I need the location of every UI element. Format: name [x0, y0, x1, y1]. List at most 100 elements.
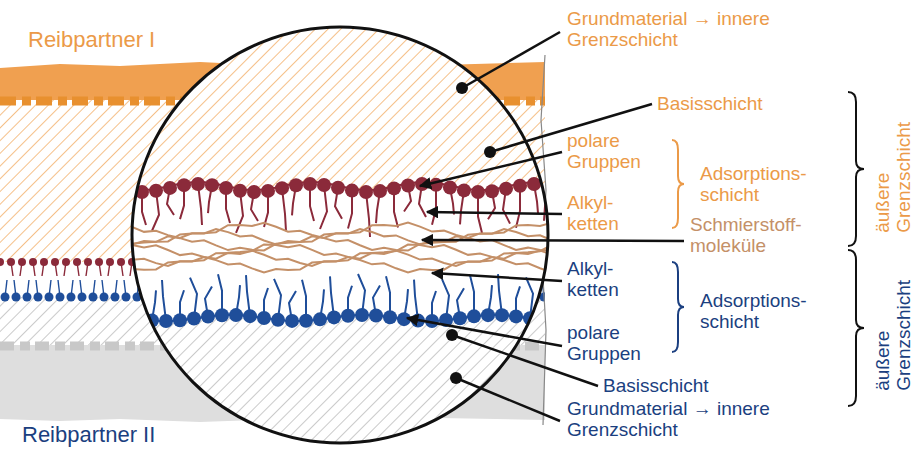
layer-label: Adsorptions- schicht	[700, 163, 828, 206]
magnified-view	[117, 20, 565, 458]
polar-group	[303, 177, 317, 191]
leader-dot	[450, 372, 462, 384]
leader-dot	[446, 329, 458, 341]
polar-group	[485, 184, 499, 198]
polar-group	[100, 293, 109, 302]
polar-group	[18, 258, 26, 266]
polar-group	[513, 179, 527, 193]
layer-label: Grundmaterial → innere Grenzschicht	[567, 398, 772, 441]
leader-line	[427, 212, 562, 214]
polar-group	[285, 314, 299, 328]
layer-label: Alkyl- ketten	[567, 258, 639, 301]
leader-line	[456, 378, 560, 421]
polar-group	[313, 312, 327, 326]
leader-dot	[456, 82, 468, 94]
polar-group	[67, 293, 76, 302]
polar-group	[106, 258, 114, 266]
polar-group	[215, 308, 229, 322]
leader-dot	[484, 146, 496, 158]
leader-line	[432, 273, 562, 281]
curly-bracket	[672, 140, 684, 228]
polar-group	[62, 258, 70, 266]
alkyl-chain	[121, 287, 128, 317]
polar-group	[369, 309, 383, 323]
polar-group	[467, 309, 481, 323]
polar-group	[78, 293, 87, 302]
zone-label: äußere Grenzschicht	[872, 266, 915, 391]
polar-group	[495, 308, 509, 322]
polar-group	[111, 293, 120, 302]
leader-line	[407, 318, 562, 346]
polar-group	[163, 181, 177, 195]
layer-label: polare Gruppen	[567, 322, 662, 365]
polar-group	[453, 311, 467, 325]
lubricant-molecule	[120, 257, 564, 272]
layer-label: Alkyl- ketten	[567, 192, 639, 235]
curly-bracket	[848, 250, 864, 406]
polar-group	[261, 184, 275, 198]
polar-group	[299, 314, 313, 328]
polar-group	[229, 308, 243, 322]
polar-group	[0, 258, 4, 266]
polar-group	[509, 309, 523, 323]
layer-label: Adsorptions- schicht	[700, 290, 828, 333]
polar-group	[73, 258, 81, 266]
polar-group	[29, 258, 37, 266]
layer-label: Basisschicht	[657, 93, 763, 114]
polar-group	[89, 293, 98, 302]
polar-group	[471, 185, 485, 199]
polar-group	[481, 308, 495, 322]
layer-label: Grundmaterial → innere Grenzschicht	[567, 8, 772, 51]
polar-group	[271, 313, 285, 327]
polar-group	[345, 184, 359, 198]
leader-line	[462, 32, 560, 88]
polar-group	[131, 312, 145, 326]
polar-group	[191, 177, 205, 191]
polar-group	[219, 181, 233, 195]
polar-group	[457, 183, 471, 197]
polar-group	[122, 293, 131, 302]
alkyl-chain	[124, 191, 128, 217]
magnified-molecules	[117, 20, 565, 328]
magnified-hatch-top	[120, 20, 560, 190]
polar-group	[355, 308, 369, 322]
polar-group	[257, 311, 271, 325]
polar-group	[187, 312, 201, 326]
polar-group	[233, 184, 247, 198]
layer-label: Schmierstoff- moleküle	[690, 214, 830, 257]
alkyl-chain	[541, 290, 548, 320]
lubricant-molecule	[120, 223, 564, 238]
polar-group	[1, 293, 10, 302]
polar-group	[247, 185, 261, 199]
polar-group	[243, 309, 257, 323]
polar-group	[117, 258, 125, 266]
polar-group	[159, 314, 173, 328]
polar-group	[173, 313, 187, 327]
leader-line	[422, 240, 684, 241]
polar-group	[121, 184, 135, 198]
polar-group	[387, 181, 401, 195]
polar-group	[117, 310, 131, 324]
polar-group	[327, 310, 341, 324]
polar-group	[359, 185, 373, 199]
polar-group	[551, 314, 565, 328]
part-label: Reibpartner I	[28, 28, 155, 53]
polar-group	[331, 181, 345, 195]
curly-bracket	[672, 262, 684, 352]
polar-group	[34, 293, 43, 302]
polar-group	[40, 258, 48, 266]
brackets	[672, 92, 864, 406]
magnifier-ring	[132, 27, 548, 443]
polar-group	[177, 178, 191, 192]
polar-group	[45, 293, 54, 302]
polar-group	[149, 184, 163, 198]
polar-group	[275, 181, 289, 195]
layer-label: polare Gruppen	[567, 130, 662, 173]
polar-group	[443, 180, 457, 194]
polar-group	[12, 293, 21, 302]
polar-group	[56, 293, 65, 302]
polar-group	[201, 310, 215, 324]
leader-lines	[407, 32, 684, 421]
part-label: Reibpartner II	[22, 423, 155, 448]
